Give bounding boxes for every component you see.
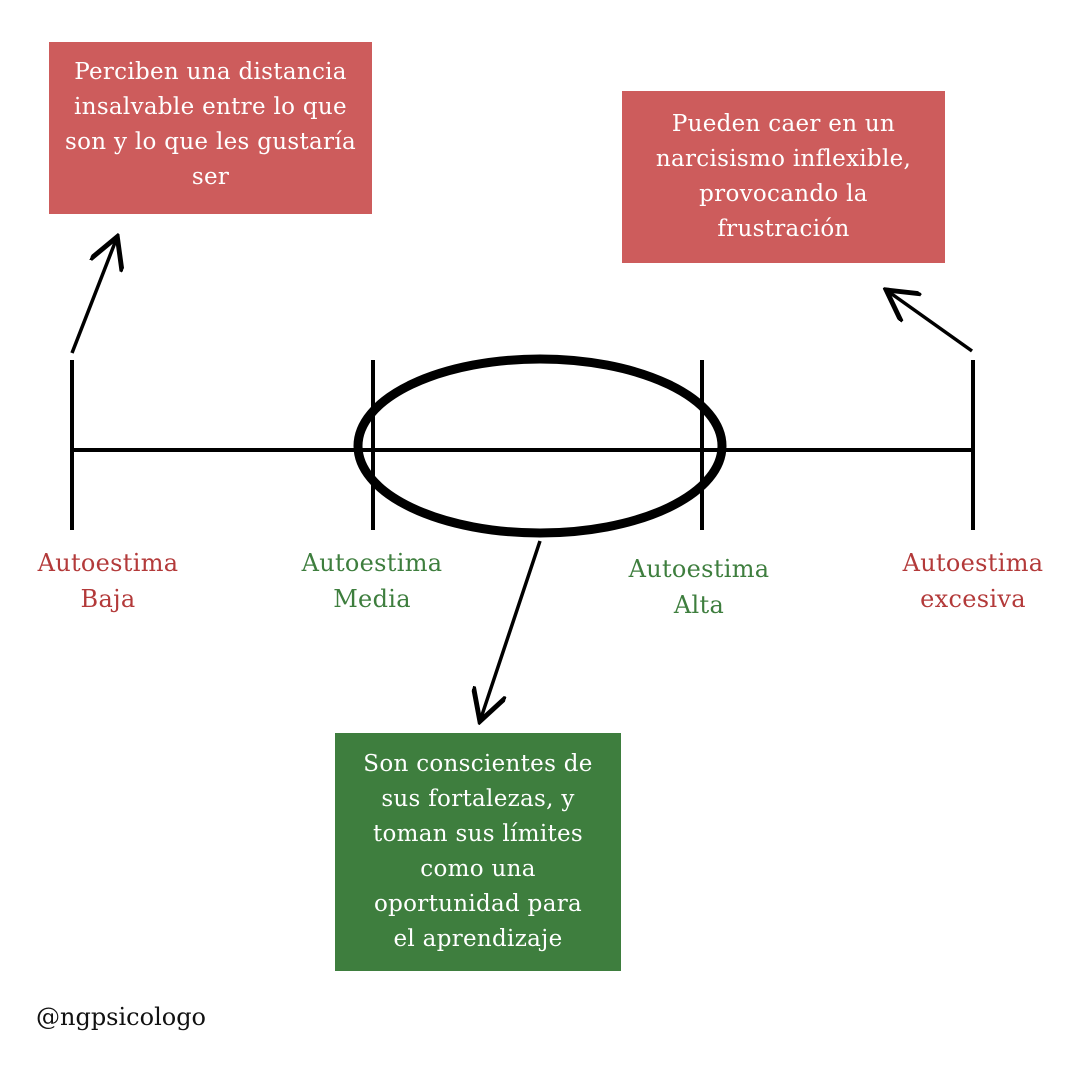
- box-line: toman sus límites: [372, 821, 584, 847]
- label-autoestima-baja: Autoestima Baja: [8, 545, 208, 617]
- low-self-esteem-box: Perciben una distancia insalvable entre …: [49, 42, 372, 214]
- healthy-range-ellipse: [353, 354, 727, 538]
- arrow-to-low-box: [70, 240, 116, 354]
- box-line: como una: [420, 856, 536, 882]
- box-line: Pueden caer en un: [671, 111, 896, 137]
- box-line: insalvable entre lo que: [74, 94, 347, 120]
- arrow-to-excess-box: [889, 292, 974, 353]
- label-line: Alta: [673, 591, 725, 619]
- label-line: Autoestima: [628, 555, 770, 583]
- label-line: Autoestima: [301, 549, 443, 577]
- excessive-self-esteem-box: Pueden caer en un narcisismo inflexible,…: [622, 91, 945, 263]
- label-line: Autoestima: [37, 549, 179, 577]
- box-line: el aprendizaje: [393, 926, 563, 952]
- author-handle: @ngpsicologo: [36, 1003, 207, 1031]
- label-line: Baja: [80, 585, 136, 613]
- label-line: Media: [333, 585, 411, 613]
- label-autoestima-excesiva: Autoestima excesiva: [873, 545, 1073, 617]
- box-line: provocando la: [699, 181, 868, 207]
- box-line: Perciben una distancia: [74, 59, 347, 85]
- box-line: narcisismo inflexible,: [655, 146, 912, 172]
- label-autoestima-alta: Autoestima Alta: [599, 551, 799, 623]
- box-line: Son conscientes de: [363, 751, 593, 777]
- label-line: excesiva: [920, 585, 1026, 613]
- box-line: son y lo que les gustaría: [65, 129, 356, 155]
- healthy-self-esteem-box: Son conscientes de sus fortalezas, y tom…: [335, 733, 621, 971]
- label-line: Autoestima: [902, 549, 1044, 577]
- box-line: oportunidad para: [373, 891, 583, 917]
- box-line: ser: [191, 164, 230, 190]
- box-line: sus fortalezas, y: [381, 786, 575, 812]
- box-line: frustración: [717, 216, 850, 242]
- label-autoestima-media: Autoestima Media: [272, 545, 472, 617]
- arrow-to-mid-box: [481, 540, 542, 718]
